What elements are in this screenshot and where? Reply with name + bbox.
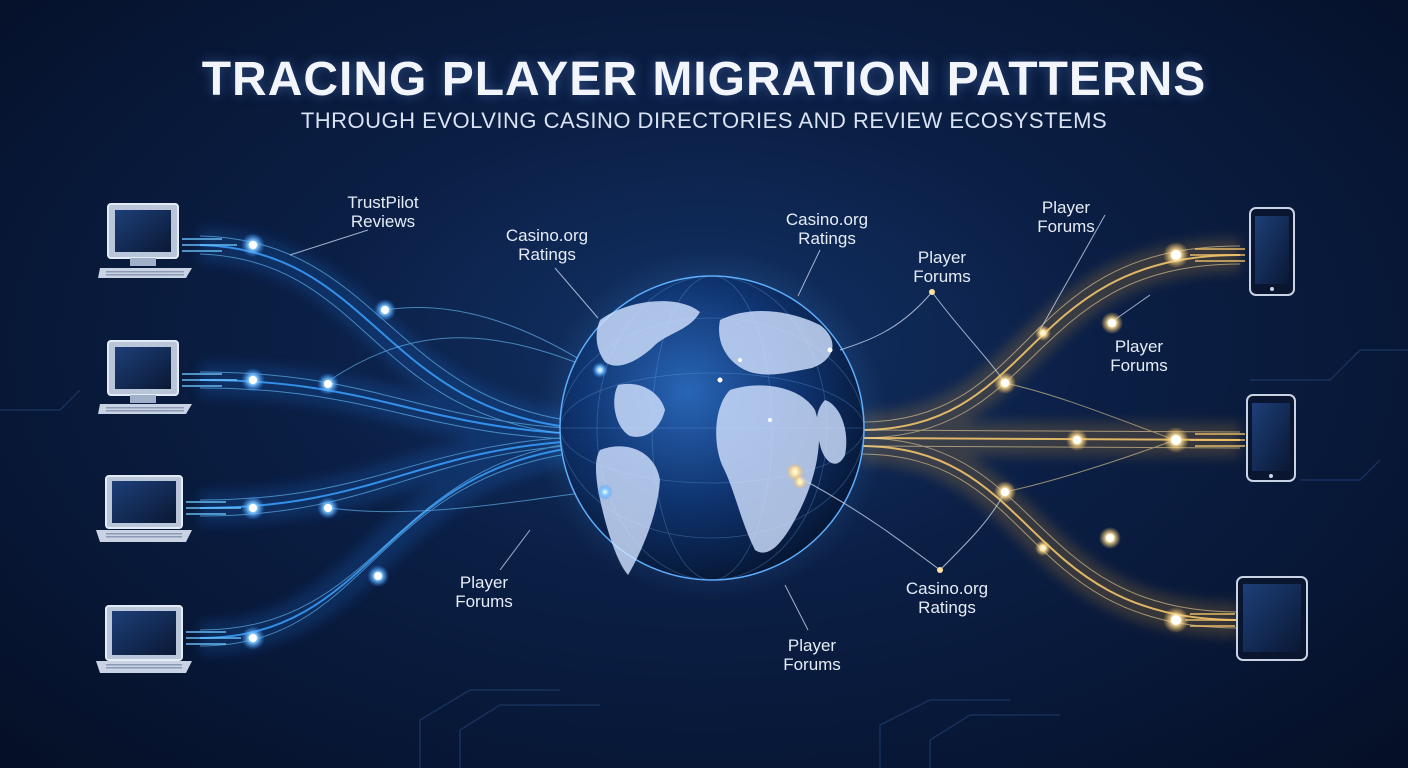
label-player-forums-top-right: Player Forums bbox=[1037, 198, 1095, 236]
laptop-icon bbox=[96, 605, 192, 673]
label-player-forums-right: Player Forums bbox=[1110, 337, 1168, 375]
circuit-decoration bbox=[0, 349, 1408, 768]
laptop-icon bbox=[96, 475, 192, 542]
label-casino-org-top: Casino.org Ratings bbox=[785, 210, 869, 248]
label-connectors bbox=[289, 214, 1151, 631]
smartphone-icon bbox=[1246, 394, 1296, 482]
label-trustpilot-reviews: TrustPilot Reviews bbox=[347, 193, 419, 231]
label-player-forums-center-right: Player Forums bbox=[913, 248, 971, 286]
particle-bursts bbox=[182, 238, 241, 645]
desktop-monitor-icon bbox=[98, 203, 192, 278]
page-subtitle: THROUGH EVOLVING CASINO DIRECTORIES AND … bbox=[300, 108, 1108, 133]
particle-bursts-right bbox=[1185, 248, 1245, 627]
page-title: TRACING PLAYER MIGRATION PATTERNS bbox=[201, 53, 1207, 106]
stream-nodes-right bbox=[929, 242, 1189, 633]
globe bbox=[537, 250, 887, 600]
tablet-icon bbox=[1236, 576, 1308, 661]
label-player-forums-bottom-center: Player Forums bbox=[783, 636, 841, 674]
label-casino-org-left: Casino.org Ratings bbox=[505, 226, 589, 264]
label-player-forums-left-bottom: Player Forums bbox=[455, 573, 513, 611]
desktop-monitor-icon bbox=[98, 340, 192, 414]
right-gold-streams bbox=[859, 238, 1241, 637]
smartphone-icon bbox=[1249, 207, 1295, 296]
label-casino-org-bottom-right: Casino.org Ratings bbox=[905, 579, 989, 617]
left-blue-streams bbox=[199, 228, 606, 655]
stream-nodes-left bbox=[241, 233, 396, 650]
